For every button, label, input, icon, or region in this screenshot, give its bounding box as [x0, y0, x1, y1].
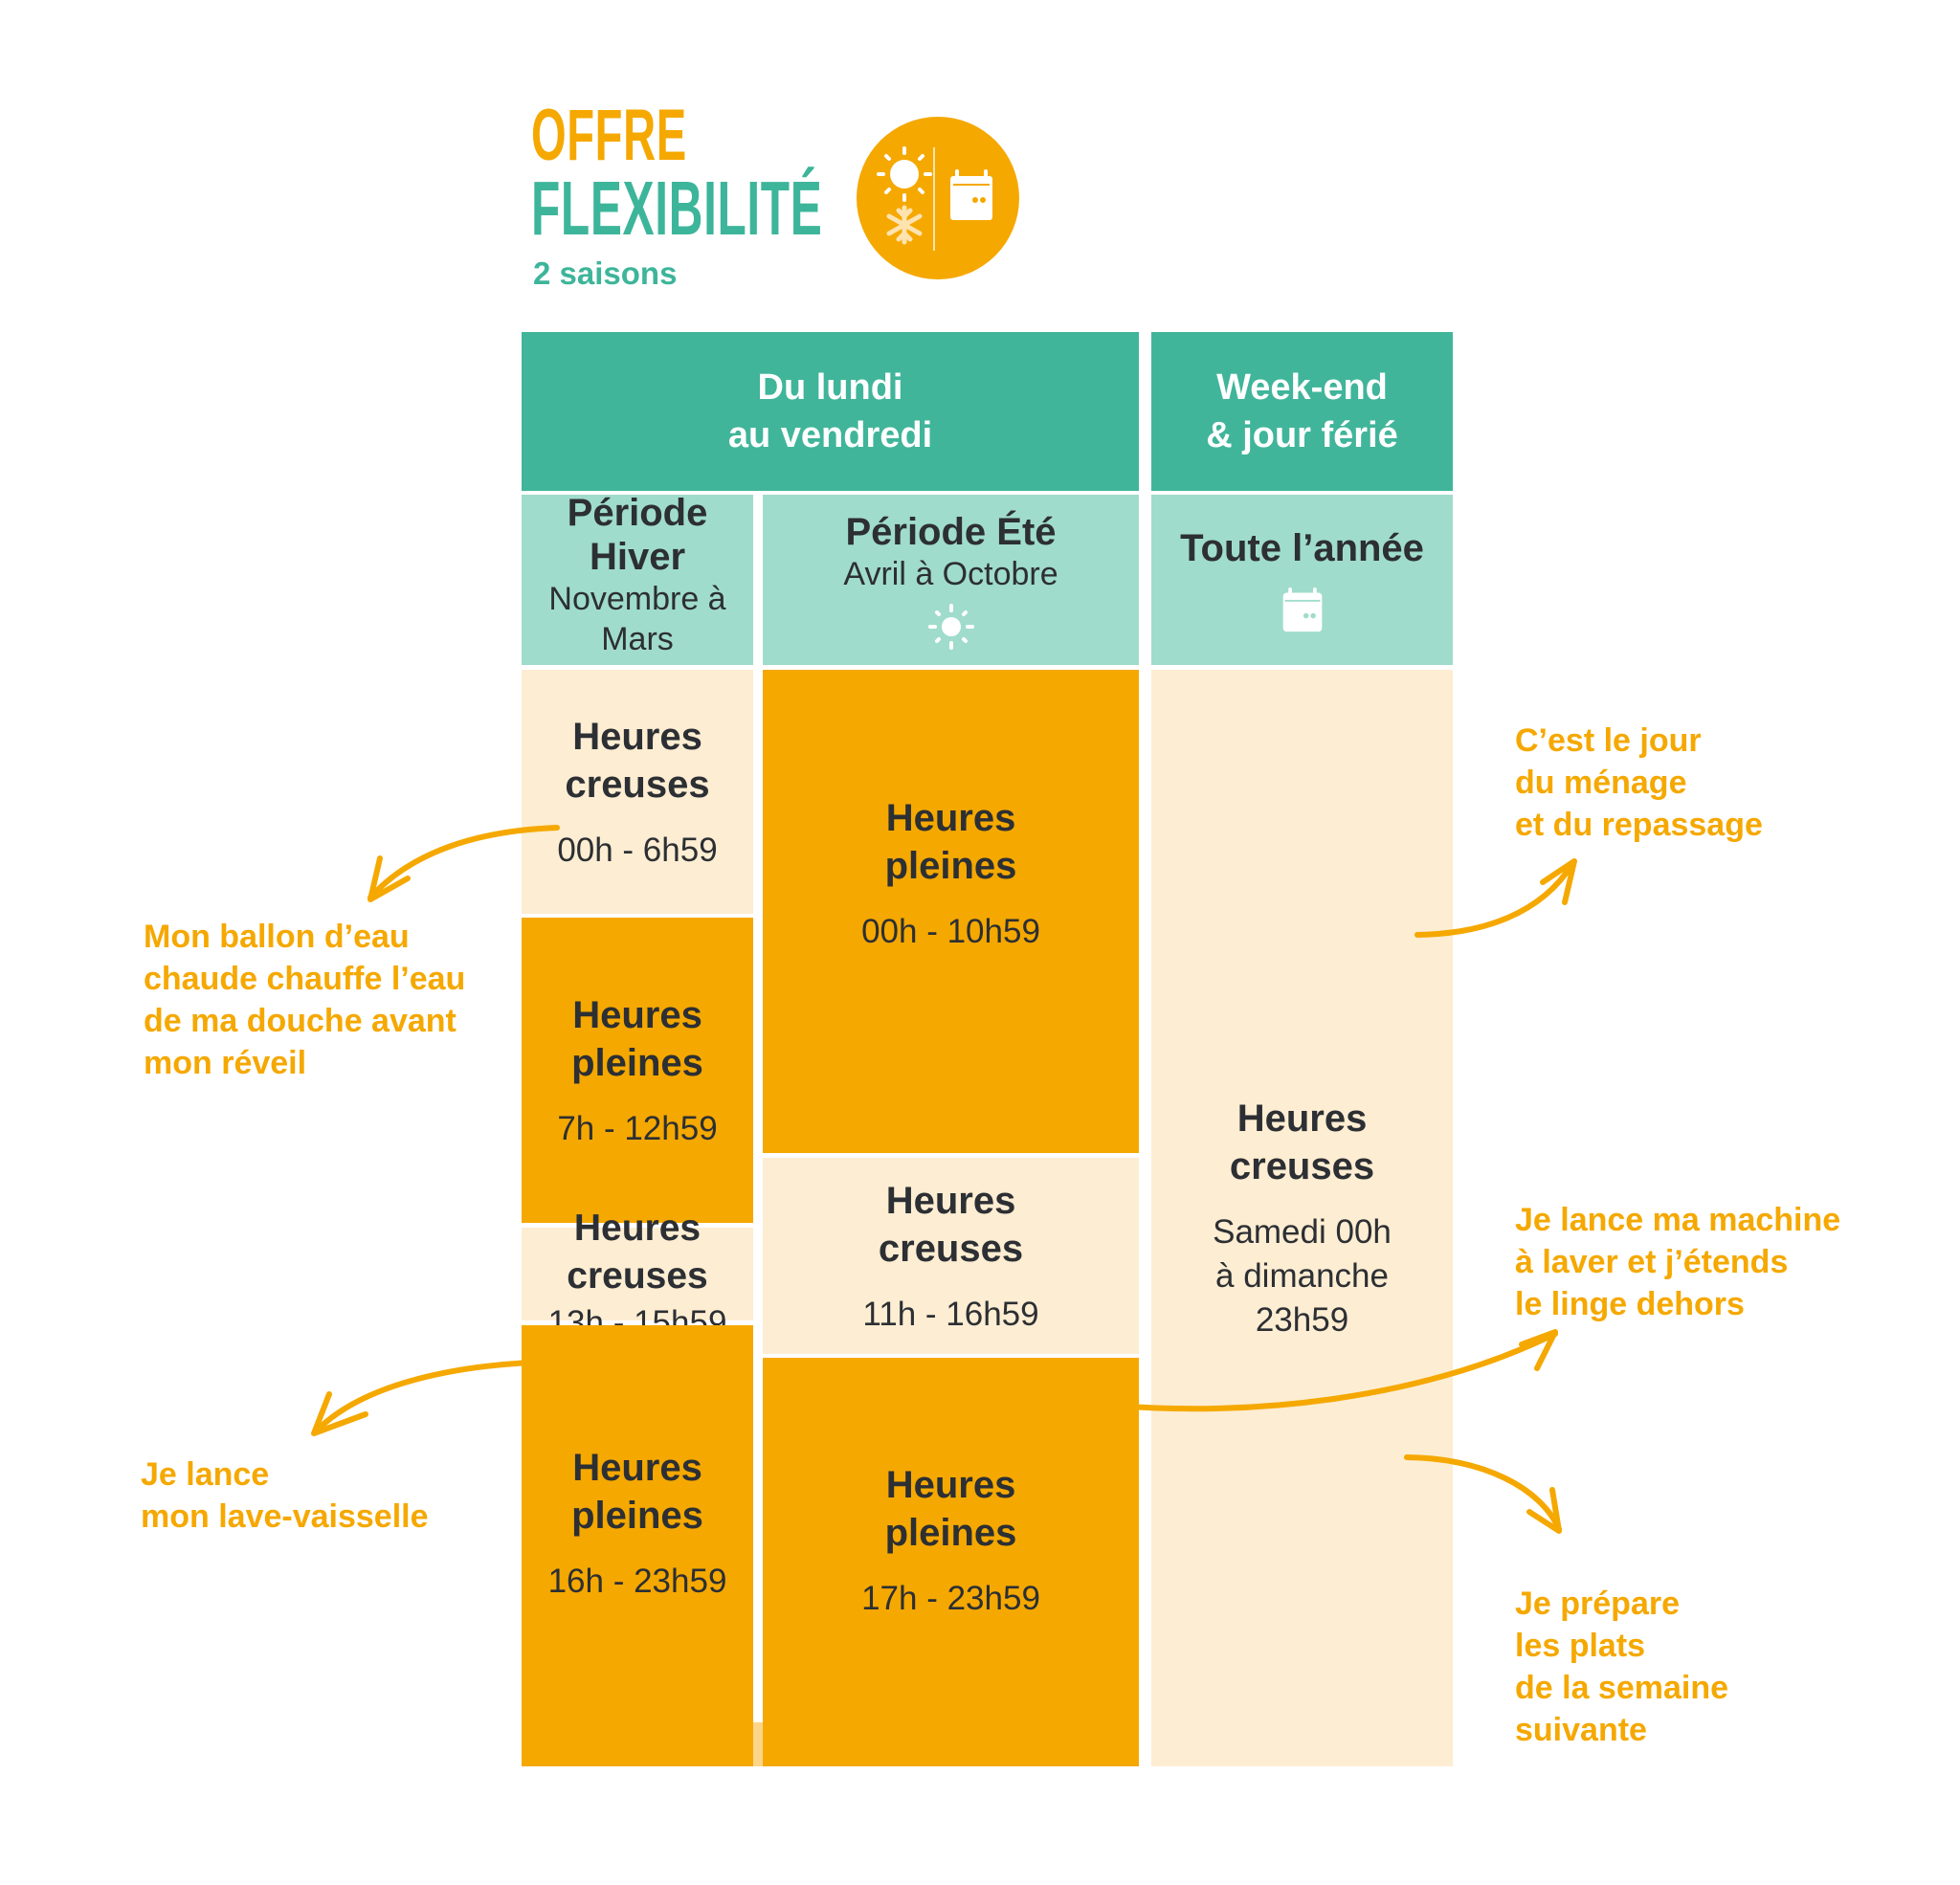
slot-label: Heures — [1236, 1098, 1368, 1140]
slot-hours: 11h - 16h59 — [862, 1295, 1039, 1333]
note-line: à laver et j’étends — [1515, 1244, 1789, 1280]
slot-label: creuses — [1229, 1145, 1375, 1187]
calendar-icon — [1282, 588, 1322, 632]
slot-hours: 23h59 — [1255, 1301, 1349, 1339]
slot-hours: 16h - 23h59 — [547, 1563, 727, 1600]
slot-label: Heures — [572, 1447, 702, 1489]
title-flexibilite: FLEXIBILITÉ — [531, 166, 823, 251]
header-weekdays: Du lundi au vendredi — [522, 332, 1139, 491]
period-winter-title: Période Hiver — [567, 492, 708, 578]
note-line: de ma douche avant — [144, 1003, 457, 1039]
offer-logo — [857, 117, 1019, 279]
slot-hours: 00h - 6h59 — [557, 831, 718, 869]
header-weekend: Week-end & jour férié — [1151, 332, 1453, 491]
period-summer-range: Avril à Octobre — [843, 556, 1058, 592]
header-weekend-line2: & jour férié — [1206, 415, 1398, 455]
column-gap-strip — [753, 1722, 763, 1766]
slot-label: creuses — [565, 763, 710, 806]
note-plats: Je prépare les plats de la semaine suiva… — [1515, 1583, 1728, 1751]
slot-hours: 00h - 10h59 — [861, 913, 1040, 950]
snowflake-icon — [886, 205, 923, 245]
winter-slot-2: Heures pleines 7h - 12h59 — [522, 918, 753, 1223]
subtitle-saisons: 2 saisons — [533, 255, 678, 291]
slot-hours: 17h - 23h59 — [861, 1580, 1040, 1617]
note-line: les plats — [1515, 1628, 1646, 1664]
winter-slot-4: Heures pleines 16h - 23h59 — [522, 1325, 753, 1766]
winter-slot-3: Heures creuses 13h - 15h59 — [522, 1208, 753, 1342]
header-weekdays-line1: Du lundi — [757, 367, 903, 408]
slot-hours: 7h - 12h59 — [557, 1109, 718, 1147]
note-line: le linge dehors — [1515, 1286, 1745, 1322]
note-menage: C’est le jour du ménage et du repassage — [1515, 720, 1763, 846]
note-lave-vaisselle: Je lance mon lave-vaisselle — [141, 1453, 429, 1538]
note-line: Je lance — [141, 1456, 270, 1493]
slot-label: Heures — [572, 715, 702, 758]
note-line: Je prépare — [1515, 1586, 1680, 1622]
winter-slot-1: Heures creuses 00h - 6h59 — [522, 670, 753, 914]
summer-slot-3: Heures pleines 17h - 23h59 — [763, 1358, 1139, 1766]
slot-label: pleines — [571, 1041, 703, 1084]
note-line: et du repassage — [1515, 807, 1763, 843]
note-machine: Je lance ma machine à laver et j’étends … — [1515, 1199, 1840, 1325]
note-line: Je lance ma machine — [1515, 1202, 1841, 1238]
slot-label: Heures — [572, 993, 702, 1036]
logo-circle — [857, 117, 1019, 279]
period-winter: Période Hiver Novembre à Mars — [522, 492, 753, 665]
note-line: mon réveil — [144, 1045, 307, 1081]
note-line: suivante — [1515, 1712, 1647, 1748]
period-all-year-title: Toute l’année — [1180, 527, 1424, 569]
header-weekend-line1: Week-end — [1216, 367, 1388, 408]
period-summer-title: Période Été — [845, 511, 1057, 553]
period-winter-range: Novembre à Mars — [548, 581, 726, 657]
period-all-year: Toute l’année — [1151, 495, 1453, 665]
note-line: de la semaine — [1515, 1670, 1729, 1706]
arrow-lave-vaisselle — [311, 1359, 560, 1436]
slot-label: Heures — [885, 1179, 1016, 1222]
slot-label: pleines — [884, 845, 1017, 887]
weekend-slot-1: Heures creuses Samedi 00h à dimanche 23h… — [1151, 670, 1453, 1766]
note-line: C’est le jour — [1515, 722, 1702, 759]
slot-hours: à dimanche — [1215, 1257, 1389, 1295]
sun-icon — [877, 146, 932, 202]
note-line: chaude chauffe l’eau — [144, 961, 466, 997]
sun-icon — [927, 604, 974, 650]
slot-label: pleines — [571, 1495, 703, 1537]
slot-label: creuses — [878, 1227, 1024, 1270]
summer-slot-1: Heures pleines 00h - 10h59 — [763, 670, 1139, 1153]
note-line: mon lave-vaisselle — [141, 1498, 429, 1535]
slot-label: pleines — [884, 1512, 1017, 1554]
slot-label: Heures creuses — [567, 1207, 708, 1297]
title-offre: OFFRE — [531, 95, 687, 176]
calendar-icon — [950, 169, 992, 220]
header-weekdays-line2: au vendredi — [727, 415, 933, 455]
summer-slot-2: Heures creuses 11h - 16h59 — [763, 1158, 1139, 1354]
period-summer: Période Été Avril à Octobre — [763, 495, 1139, 665]
slot-label: Heures — [885, 797, 1016, 839]
note-ballon: Mon ballon d’eau chaude chauffe l’eau de… — [144, 916, 465, 1084]
note-line: du ménage — [1515, 765, 1687, 801]
note-line: Mon ballon d’eau — [144, 919, 410, 955]
slot-label: Heures — [885, 1464, 1016, 1506]
slot-hours: Samedi 00h — [1213, 1213, 1392, 1251]
